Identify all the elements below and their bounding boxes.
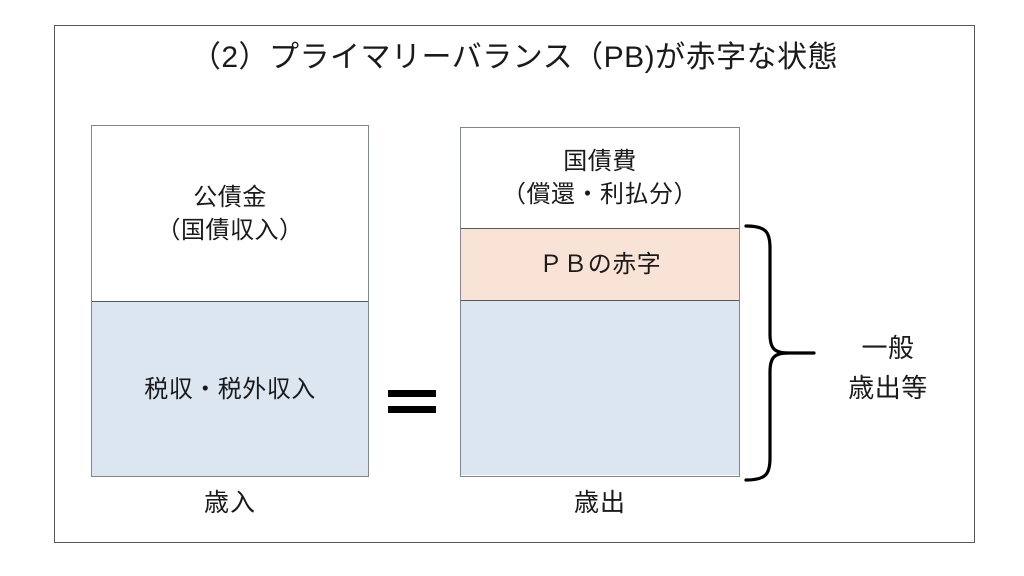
curly-brace-icon [740,222,830,484]
segment-pb-deficit: ＰＢの赤字 [461,228,739,301]
segment-debt-service-label: 国債費 （償還・利払分） [502,148,698,208]
revenue-bar: 公債金 （国債収入） 税収・税外収入 [91,125,369,477]
segment-public-bonds-label: 公債金 （国債収入） [156,183,304,244]
segment-tax-revenue-label: 税収・税外収入 [144,375,316,403]
brace-annotation-label: 一般 歳出等 [848,333,928,403]
segment-general-spending [461,301,739,475]
revenue-bar-caption: 歳入 [203,489,256,517]
expenditure-bar: 国債費 （償還・利払分） ＰＢの赤字 [460,127,740,477]
segment-public-bonds: 公債金 （国債収入） [92,126,368,301]
expenditure-bar-caption: 歳出 [573,489,626,517]
segment-pb-deficit-label: ＰＢの赤字 [538,251,662,278]
segment-debt-service: 国債費 （償還・利払分） [461,128,739,228]
equals-icon [388,378,436,424]
page-title: （2）プライマリーバランス（PB)が赤字な状態 [190,41,839,74]
segment-tax-revenue: 税収・税外収入 [92,301,368,476]
